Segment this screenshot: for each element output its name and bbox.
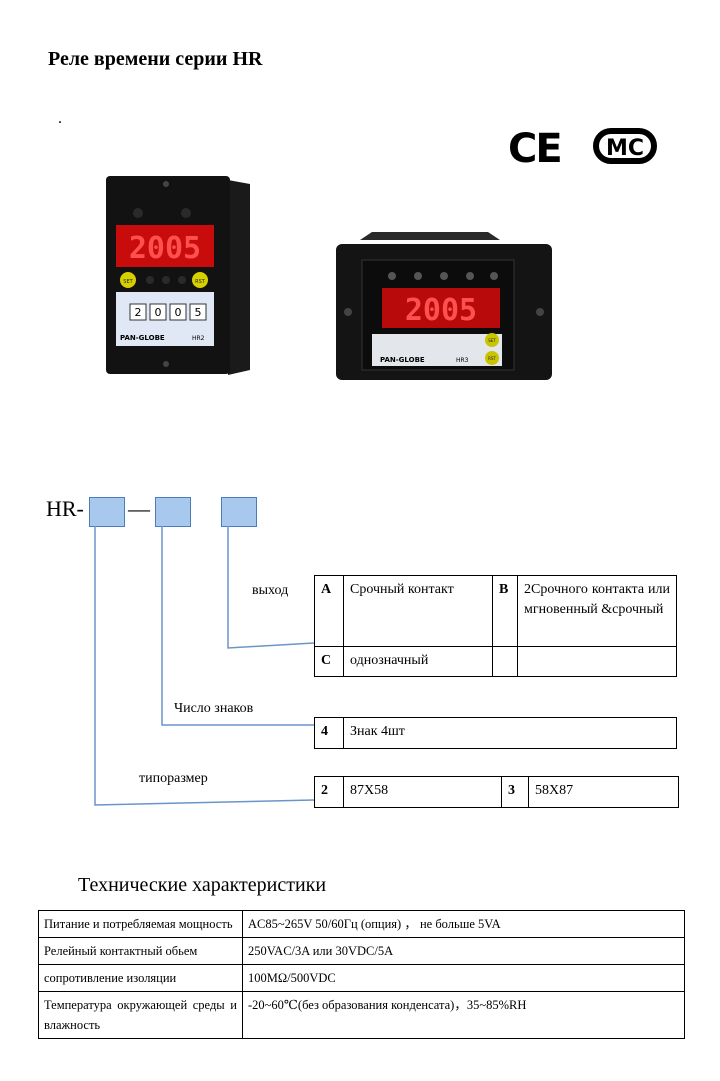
output-options-table: A Срочный контакт B 2Срочного контакта и… xyxy=(314,575,677,677)
size-label: типоразмер xyxy=(139,771,208,786)
hr3-display-text: 2005 xyxy=(405,293,477,328)
option-code: 4 xyxy=(314,717,344,749)
digit-options-table: 4 Знак 4шт xyxy=(314,717,677,749)
table-row: Питание и потребляемая мощность AC85~265… xyxy=(38,910,685,938)
option-text: 58X87 xyxy=(528,776,679,808)
option-text: Срочный контакт xyxy=(343,575,493,647)
code-slot-digits xyxy=(155,497,191,527)
spec-value: 100MΩ/500VDC xyxy=(242,964,685,992)
option-code: C xyxy=(314,646,344,677)
svg-text:0: 0 xyxy=(155,306,162,319)
code-slot-output xyxy=(221,497,257,527)
spec-value: -20~60℃(без образования конденсата)，35~8… xyxy=(242,991,685,1039)
hr3-model-text: HR3 xyxy=(456,357,469,364)
svg-text:5: 5 xyxy=(195,306,202,319)
svg-text:2: 2 xyxy=(135,306,142,319)
output-label: выход xyxy=(252,583,289,598)
product-photos: 2005 SET RST 2 0 0 5 PAN-GLOBE HR2 2005 … xyxy=(106,176,552,380)
empty-cell xyxy=(517,646,677,677)
table-row: Релейный контактный обьем 250VAC/3A или … xyxy=(38,937,685,965)
cmc-logo: MC xyxy=(593,128,657,164)
code-separator: — xyxy=(128,496,150,521)
spec-value: AC85~265V 50/60Гц (опция) ， не больше 5V… xyxy=(242,910,685,938)
svg-text:RST: RST xyxy=(195,279,206,285)
code-prefix: HR- xyxy=(46,496,84,521)
hr2-model-text: HR2 xyxy=(192,335,205,342)
option-code: 2 xyxy=(314,776,344,808)
size-options-table: 2 87X58 3 58X87 xyxy=(314,776,679,808)
option-text: Знак 4шт xyxy=(343,717,677,749)
page-title: Реле времени серии HR xyxy=(48,48,263,70)
specs-table: Питание и потребляемая мощность AC85~265… xyxy=(38,910,685,1039)
svg-text:RST: RST xyxy=(488,356,496,361)
option-text: однозначный xyxy=(343,646,493,677)
hr3-device-photo: 2005 PAN-GLOBE HR3 SET RST xyxy=(336,232,552,380)
digits-label: Число знаков xyxy=(174,701,254,716)
cmc-logo-text: MC xyxy=(606,136,644,161)
spec-key: сопротивление изоляции xyxy=(38,964,243,992)
hr3-brand-text: PAN-GLOBE xyxy=(380,356,425,364)
empty-cell xyxy=(492,646,518,677)
svg-text:SET: SET xyxy=(123,279,133,285)
hr2-brand-text: PAN-GLOBE xyxy=(120,334,165,342)
option-code: B xyxy=(492,575,518,647)
specs-title: Технические характеристики xyxy=(78,874,327,896)
table-row: сопротивление изоляции 100MΩ/500VDC xyxy=(38,964,685,992)
spec-key: Релейный контактный обьем xyxy=(38,937,243,965)
spec-key: Температура окружающей среды и влажность xyxy=(38,991,243,1039)
spec-value: 250VAC/3A или 30VDC/5A xyxy=(242,937,685,965)
svg-text:SET: SET xyxy=(488,338,496,343)
table-row: Температура окружающей среды и влажность… xyxy=(38,991,685,1039)
option-code: A xyxy=(314,575,344,647)
option-text: 2Срочного контакта или мгновенный &срочн… xyxy=(517,575,677,647)
ce-logo: CE xyxy=(508,126,563,172)
hr2-display-text: 2005 xyxy=(129,231,201,266)
option-code: 3 xyxy=(501,776,529,808)
stray-dot: . xyxy=(58,110,62,127)
hr2-device-photo: 2005 SET RST 2 0 0 5 PAN-GLOBE HR2 xyxy=(106,176,250,375)
option-text: 87X58 xyxy=(343,776,502,808)
spec-key: Питание и потребляемая мощность xyxy=(38,910,243,938)
svg-text:0: 0 xyxy=(175,306,182,319)
code-slot-size xyxy=(89,497,125,527)
